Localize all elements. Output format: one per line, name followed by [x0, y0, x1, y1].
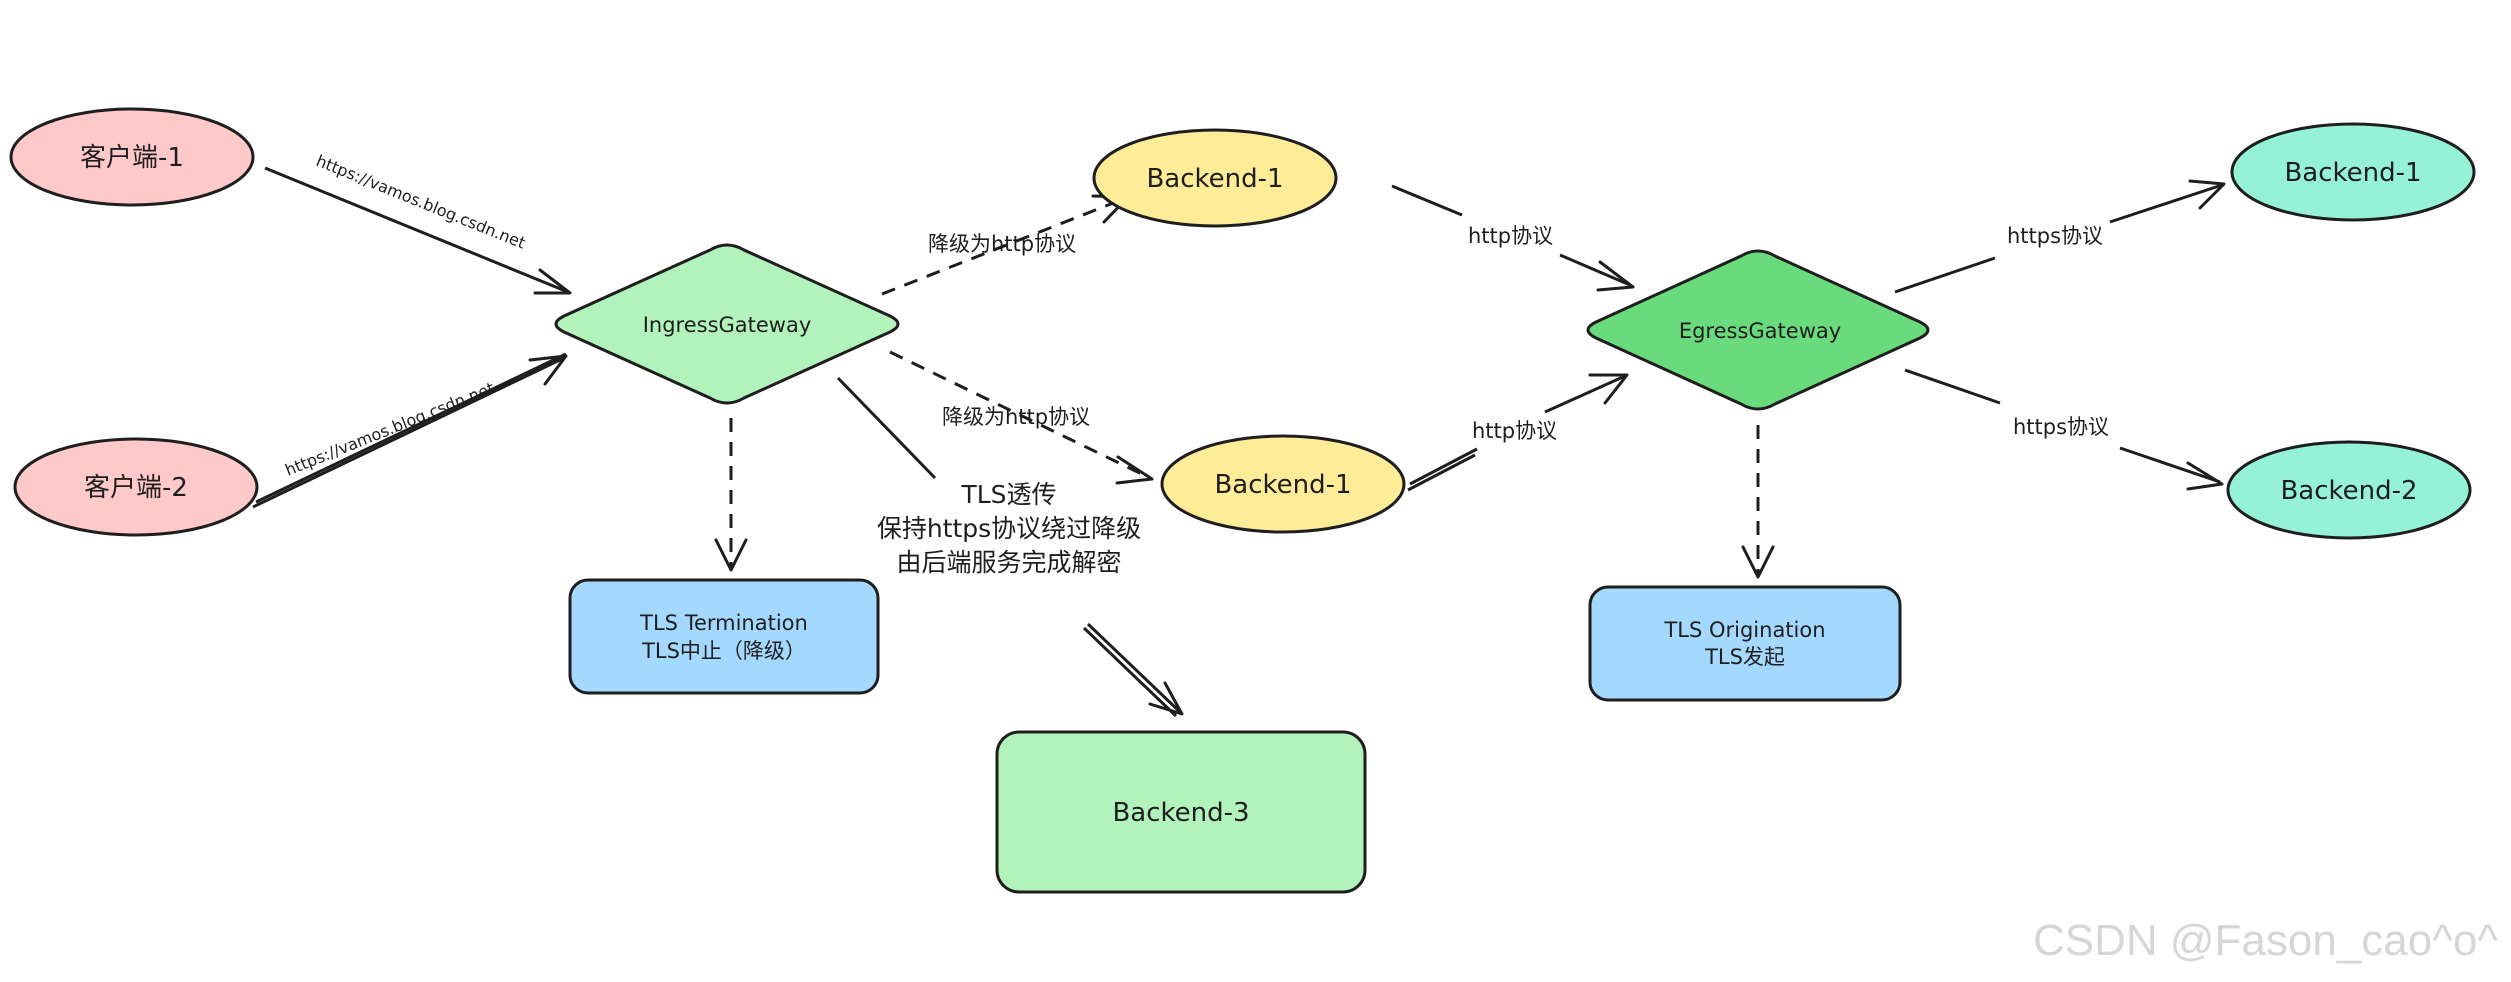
- tls-termination-line1: TLS Termination: [639, 611, 808, 635]
- edge-ingress-backend3: [836, 376, 1184, 718]
- client-2-label: 客户端-2: [84, 473, 188, 503]
- right-backend-bottom-node: Backend-2: [2226, 440, 2472, 540]
- client-1-node: 客户端-1: [9, 107, 255, 207]
- edge-egress-rightbackend-top: https协议: [1894, 179, 2226, 294]
- tls-origination-node: TLS Origination TLS发起: [1588, 585, 1902, 702]
- edge-downgrade-bottom-label: 降级为http协议: [942, 405, 1090, 429]
- right-backend-top-label: Backend-1: [2284, 158, 2421, 188]
- mid-backend-top-label: Backend-1: [1146, 164, 1283, 194]
- ingress-gateway-label: IngressGateway: [643, 313, 812, 337]
- backend-3-label: Backend-3: [1112, 798, 1249, 828]
- egress-gateway-node: EgressGateway: [1586, 249, 1930, 411]
- tls-termination-line2: TLS中止（降级）: [641, 639, 806, 663]
- passthrough-note-line2: 保持https协议绕过降级: [877, 514, 1141, 543]
- client-1-label: 客户端-1: [80, 143, 184, 173]
- edge-midbackend-top-egress: http协议: [1391, 184, 1635, 292]
- edge-ingress-tls-termination: [714, 418, 748, 572]
- tls-origination-line2: TLS发起: [1704, 645, 1785, 669]
- edge-http-bottom-label: http协议: [1472, 419, 1557, 443]
- edge-egress-rightbackend-bottom: https协议: [1904, 368, 2224, 491]
- client-2-node: 客户端-2: [13, 437, 259, 537]
- mid-backend-bottom-node: Backend-1: [1160, 434, 1406, 534]
- right-backend-top-node: Backend-1: [2230, 122, 2476, 222]
- edge-https-bottom-label: https协议: [2013, 415, 2109, 439]
- edge-client2-ingress: https://vamos.blog.csdn.net: [252, 352, 568, 509]
- edge-ingress-midbackend-bottom: 降级为http协议: [889, 350, 1154, 485]
- edge-http-top-label: http协议: [1468, 224, 1553, 248]
- tls-origination-line1: TLS Origination: [1663, 618, 1825, 642]
- tls-termination-node: TLS Termination TLS中止（降级）: [568, 578, 880, 695]
- passthrough-note: TLS透传 保持https协议绕过降级 由后端服务完成解密: [877, 480, 1141, 577]
- edge-client2-url: https://vamos.blog.csdn.net: [282, 378, 497, 479]
- edge-egress-tls-origination: [1741, 425, 1775, 579]
- right-backend-bottom-label: Backend-2: [2280, 476, 2417, 506]
- edge-ingress-midbackend-top: 降级为http协议: [881, 194, 1130, 296]
- backend-3-node: Backend-3: [995, 730, 1367, 894]
- edge-client1-ingress: https://vamos.blog.csdn.net: [264, 151, 572, 295]
- ingress-gateway-node: IngressGateway: [554, 243, 900, 405]
- watermark-text: CSDN @Fason_cao^o^: [2033, 916, 2498, 965]
- egress-gateway-label: EgressGateway: [1679, 319, 1841, 343]
- edge-midbackend-bottom-egress: http协议: [1407, 373, 1629, 492]
- passthrough-note-line3: 由后端服务完成解密: [896, 548, 1121, 577]
- mid-backend-bottom-label: Backend-1: [1214, 470, 1351, 500]
- mid-backend-top-node: Backend-1: [1092, 128, 1338, 228]
- edge-https-top-label: https协议: [2007, 224, 2103, 248]
- passthrough-note-line1: TLS透传: [960, 480, 1056, 509]
- edge-downgrade-top-label: 降级为http协议: [928, 232, 1076, 256]
